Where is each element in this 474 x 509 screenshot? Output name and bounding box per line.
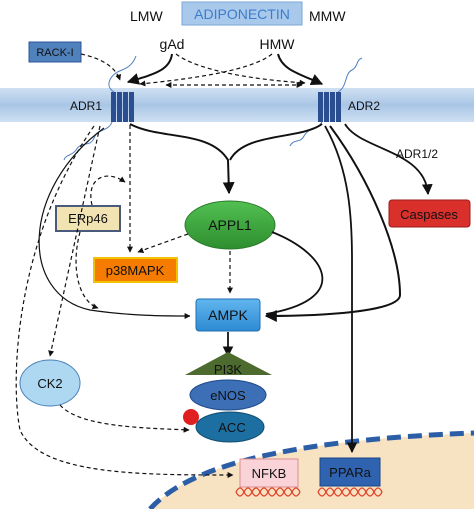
rack1-to-adr1-dashed: [80, 53, 122, 81]
adiponectin-box: [181, 1, 303, 26]
adr2-to-appl1-line: [229, 123, 323, 161]
acc-node: [195, 411, 265, 443]
caspases-label: Caspases: [400, 207, 458, 222]
nfkb-dna: [235, 487, 301, 497]
cell-membrane: [0, 88, 474, 122]
erp46-to-ampk-dashed: [75, 231, 99, 310]
pi3k-triangle: [185, 352, 272, 375]
ck2-to-acc-dashed: [59, 404, 190, 433]
erp46-label: ERp46: [68, 211, 108, 226]
erp46-box: [55, 205, 121, 232]
ck2-label: CK2: [37, 376, 62, 391]
appl1-to-ampk-curve: [265, 231, 324, 315]
rack1-label: RACK-I: [36, 47, 73, 59]
ck2-node: [19, 359, 81, 407]
enos-node: [189, 379, 267, 411]
gad-label: gAd: [160, 36, 185, 52]
adr1-to-appl1-arrow: [129, 123, 235, 195]
acc-label: ACC: [218, 420, 245, 435]
adr1-label: ADR1: [70, 99, 102, 113]
adr2-to-ppara-arrow: [324, 125, 358, 454]
adr1-receptor: [63, 55, 137, 161]
adr2-to-caspases-arrow: [344, 123, 433, 196]
nucleus: [150, 433, 474, 509]
appl1-to-p38-dashed: [137, 233, 189, 253]
p38mapk-box: [93, 257, 178, 283]
ampk-label: AMPK: [208, 307, 248, 323]
lmw-label: LMW: [130, 8, 163, 24]
pi3k-label: PI3K: [214, 362, 243, 377]
appl1-label: APPL1: [208, 217, 252, 233]
ppara-box: [319, 457, 381, 487]
adr2-to-ampk-arrow: [264, 125, 402, 322]
adr12-label: ADR1/2: [396, 147, 438, 161]
hmw-to-adr2-arrow: [277, 53, 324, 85]
nuclear-envelope: [148, 430, 474, 509]
ampk-box: [195, 298, 261, 332]
appl1-node: [184, 200, 276, 250]
p38mapk-label: p38MAPK: [106, 263, 165, 278]
adr2-label: ADR2: [348, 99, 380, 113]
ppara-label: PPARa: [329, 465, 371, 480]
nfkb-label: NFKB: [252, 466, 287, 481]
erp46-feedback-dashed: [90, 175, 126, 206]
rack1-box: [28, 41, 82, 63]
ppara-dna: [317, 487, 383, 497]
enos-label: eNOS: [210, 388, 246, 403]
gad-to-adr1-arrow: [126, 53, 173, 85]
hmw-label: HMW: [260, 36, 296, 52]
nfkb-box: [239, 458, 299, 488]
phosphorylation-dot: [183, 409, 199, 425]
hmw-to-adr1-dashed: [139, 53, 273, 87]
caspases-box: [388, 199, 471, 228]
mmw-label: MMW: [309, 8, 346, 24]
adiponectin-label: ADIPONECTIN: [194, 6, 290, 22]
adr1-to-nfkb-dashed: [15, 125, 234, 478]
adr1-to-ck2-dashed: [48, 125, 101, 357]
adr1-to-ampk-arrow: [38, 127, 191, 319]
